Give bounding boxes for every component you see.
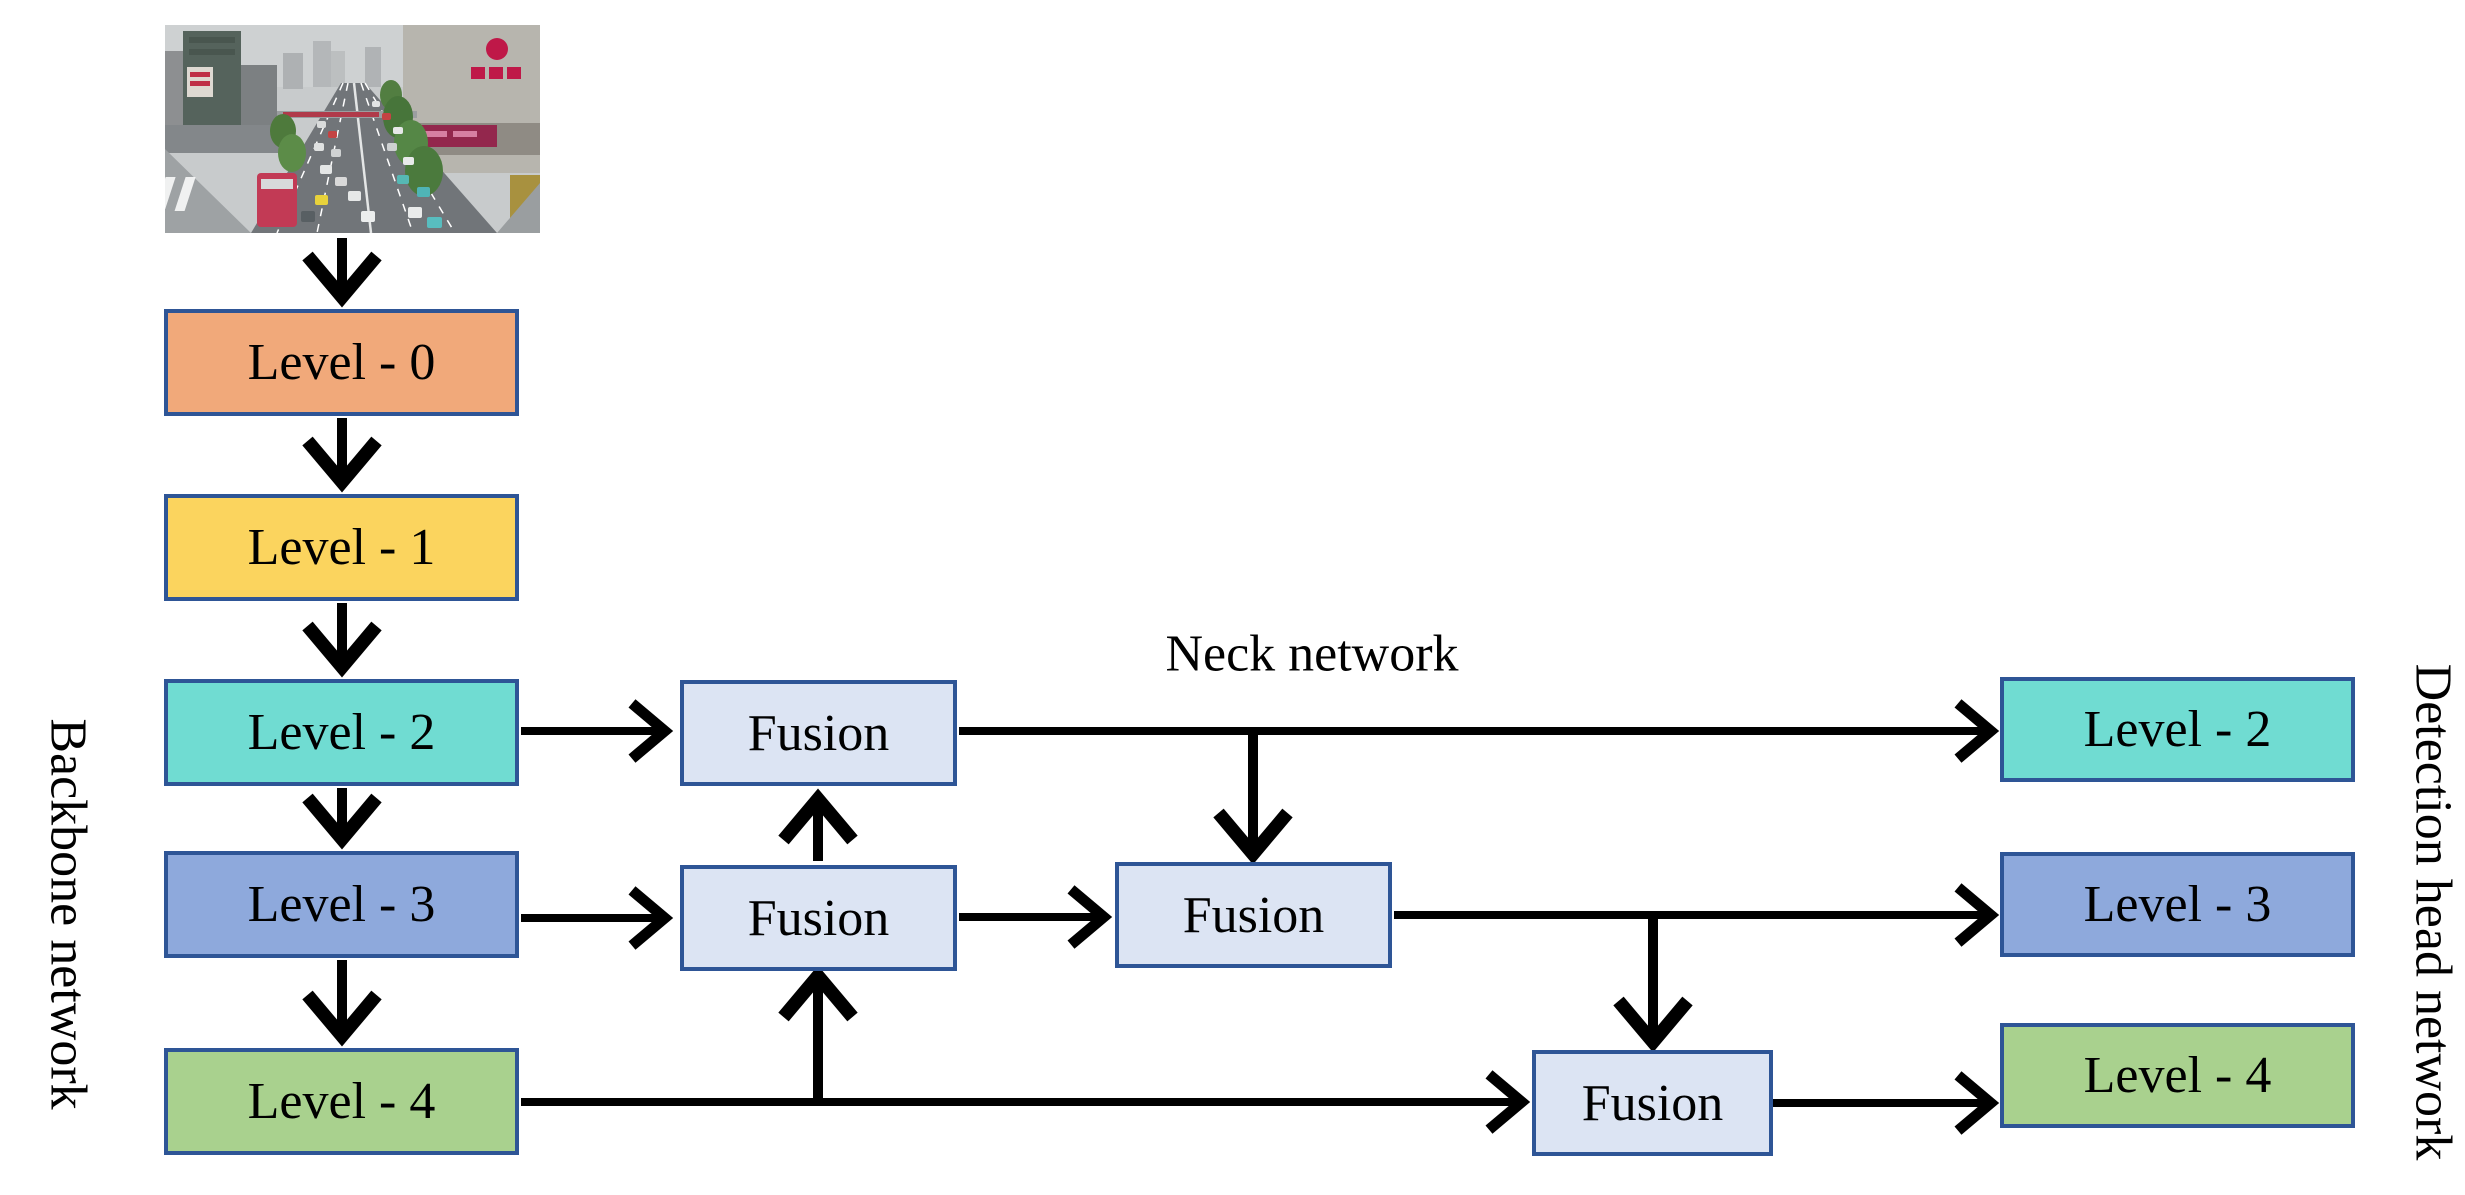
fusion-3-box: Fusion — [1115, 862, 1392, 968]
fusion-2-label: Fusion — [747, 889, 890, 947]
neck-network-label: Neck network — [1165, 625, 1459, 683]
head-level-4-box: Level - 4 — [2000, 1023, 2355, 1128]
backbone-level-2-box: Level - 2 — [164, 679, 519, 786]
backbone-level-2-label: Level - 2 — [247, 704, 436, 761]
head-level-2-label: Level - 2 — [2083, 701, 2272, 758]
fusion-4-label: Fusion — [1581, 1074, 1724, 1132]
fusion-2-box: Fusion — [680, 865, 957, 971]
backbone-level-3-label: Level - 3 — [247, 876, 436, 933]
fusion-1-box: Fusion — [680, 680, 957, 786]
backbone-level-0-label: Level - 0 — [247, 334, 436, 391]
head-level-3-box: Level - 3 — [2000, 852, 2355, 957]
fusion-4-box: Fusion — [1532, 1050, 1773, 1156]
backbone-level-4-box: Level - 4 — [164, 1048, 519, 1155]
head-level-2-box: Level - 2 — [2000, 677, 2355, 782]
detection-head-network-label: Detection head network — [2404, 663, 2462, 1161]
fusion-1-label: Fusion — [747, 704, 890, 762]
input-traffic-photo — [165, 25, 540, 233]
backbone-level-0-box: Level - 0 — [164, 309, 519, 416]
fusion-3-label: Fusion — [1182, 886, 1325, 944]
backbone-level-3-box: Level - 3 — [164, 851, 519, 958]
backbone-level-4-label: Level - 4 — [247, 1073, 436, 1130]
backbone-level-1-box: Level - 1 — [164, 494, 519, 601]
head-level-4-label: Level - 4 — [2083, 1047, 2272, 1104]
backbone-network-label: Backbone network — [39, 718, 97, 1110]
backbone-level-1-label: Level - 1 — [247, 519, 436, 576]
head-level-3-label: Level - 3 — [2083, 876, 2272, 933]
